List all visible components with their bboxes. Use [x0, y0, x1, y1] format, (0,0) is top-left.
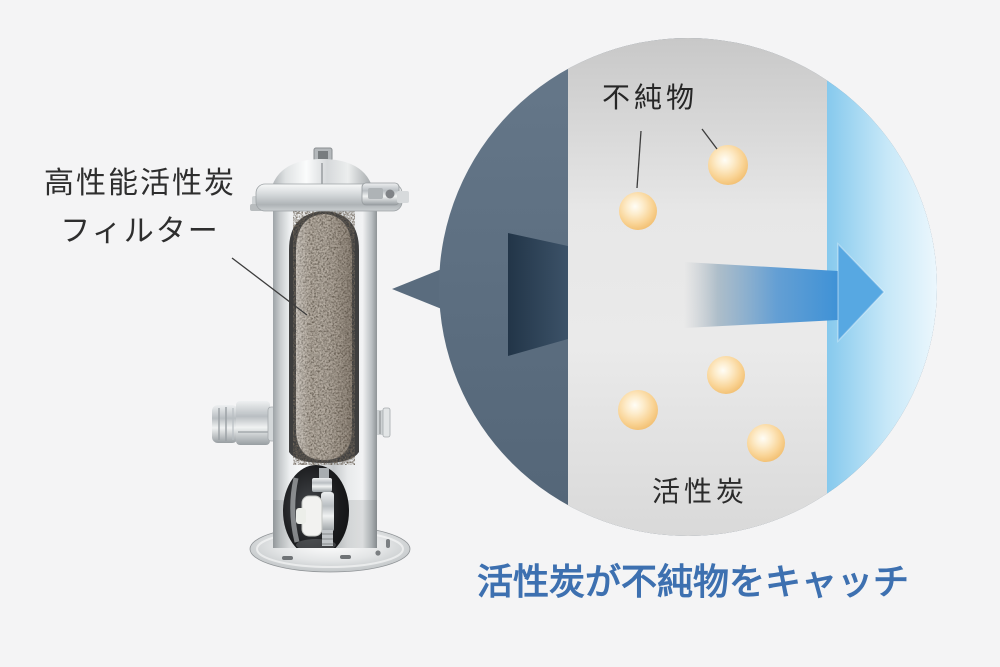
cartridge-cutaway [289, 211, 359, 463]
impurity-sphere [619, 192, 657, 230]
valve-nut [312, 478, 332, 492]
base-slot [282, 556, 293, 560]
flow-arrow-body [684, 262, 838, 328]
leader-line [636, 130, 642, 189]
filter-unit [212, 147, 411, 573]
caption: 活性炭が不純物をキャッチ [477, 562, 910, 602]
clamp-latch-tab [397, 191, 409, 203]
activated-carbon-label: 活性炭 [651, 477, 748, 508]
carbon-cartridge-shading [296, 214, 352, 460]
impurity-sphere [708, 145, 748, 185]
valve-handle-tab [296, 508, 306, 524]
valve-window [283, 465, 349, 548]
leader-line [701, 128, 718, 150]
magnifier-circle [392, 38, 937, 536]
impurity-particles [618, 145, 785, 462]
flow-arrowhead-icon [837, 242, 886, 343]
leader-line-filter-label [231, 257, 308, 316]
flow-arrow [684, 242, 886, 343]
valve-body [321, 492, 334, 532]
impurity-sphere [618, 390, 658, 430]
impurity-sphere [747, 424, 785, 462]
hose-barb [322, 530, 333, 546]
inlet-flow-shape [508, 233, 568, 356]
filter-label: 高性能活性炭 フィルター [30, 160, 250, 256]
clamp-band [250, 182, 409, 212]
filter-label-line1: 高性能活性炭 [44, 167, 236, 200]
impurities-label: 不純物 [601, 83, 698, 114]
base-hole [375, 550, 381, 556]
base-slot [340, 555, 351, 559]
impurity-sphere [707, 356, 745, 394]
valve-stem [319, 468, 329, 480]
base-slot [386, 539, 390, 548]
filter-label-line2: フィルター [60, 215, 220, 248]
